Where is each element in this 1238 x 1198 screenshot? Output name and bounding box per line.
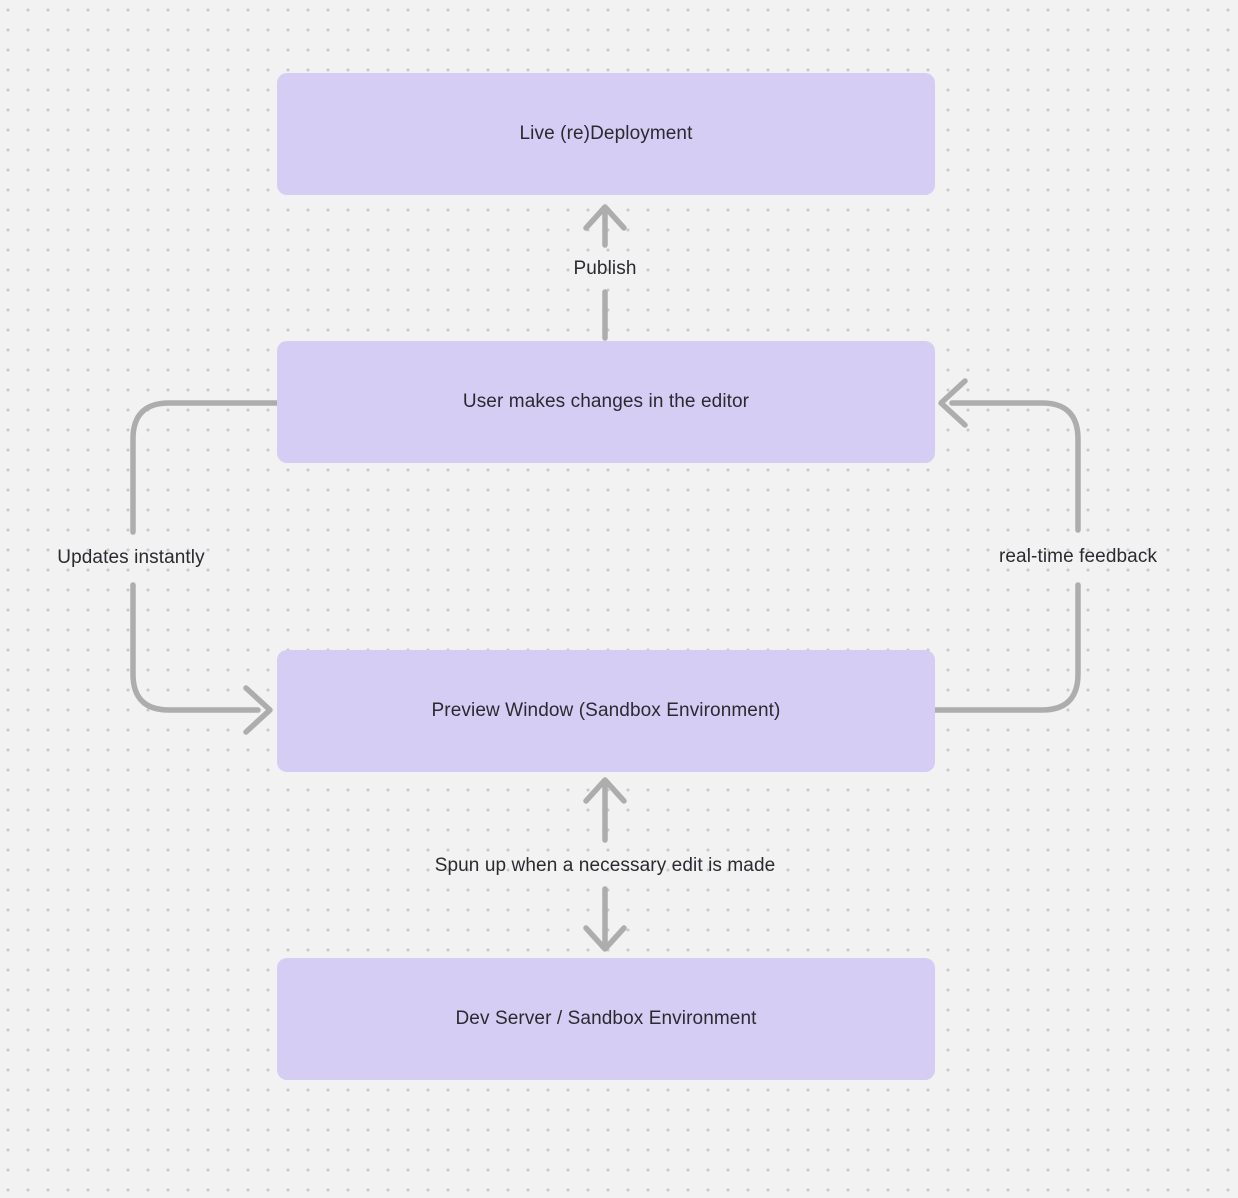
realtime-feedback-arrow[interactable]: [932, 378, 1081, 713]
node-dev-server[interactable]: Dev Server / Sandbox Environment: [277, 958, 935, 1080]
sandbox-spinup-edge-label: Spun up when a necessary edit is made: [434, 855, 776, 876]
node-label: Live (re)Deployment: [519, 123, 693, 144]
updates-instantly-arrow[interactable]: [130, 400, 280, 735]
node-preview-window[interactable]: Preview Window (Sandbox Environment): [277, 650, 935, 772]
node-label: Dev Server / Sandbox Environment: [455, 1008, 757, 1029]
realtime-feedback-edge-label: real-time feedback: [998, 546, 1158, 567]
node-live-redeployment[interactable]: Live (re)Deployment: [277, 73, 935, 195]
node-user-editor[interactable]: User makes changes in the editor: [277, 341, 935, 463]
publish-edge-label: Publish: [573, 258, 637, 279]
updates-instantly-edge-label: Updates instantly: [57, 547, 205, 568]
node-label: Preview Window (Sandbox Environment): [431, 700, 781, 721]
publish-arrow[interactable]: [583, 204, 627, 341]
node-label: User makes changes in the editor: [462, 391, 750, 412]
sandbox-spinup-arrow[interactable]: [583, 777, 627, 952]
